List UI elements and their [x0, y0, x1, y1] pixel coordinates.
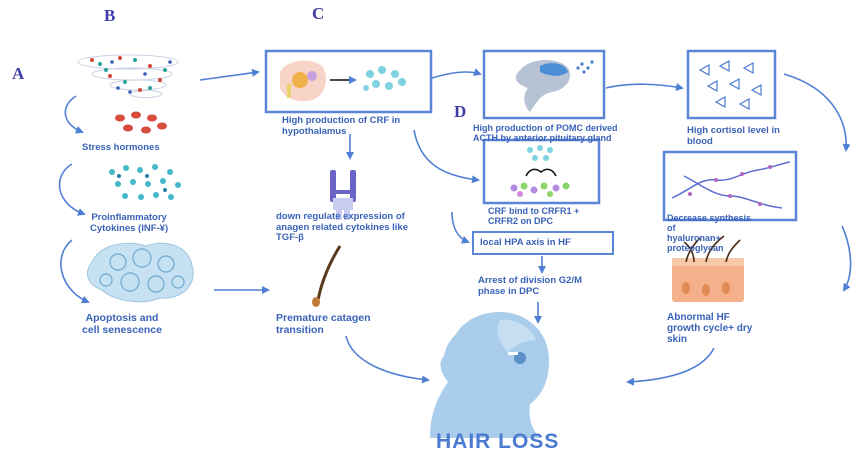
pomc-label: High production of POMC derived ACTH by … [473, 123, 618, 143]
crf-bind-label: CRF bind to CRFR1 + CRFR2 on DPC [488, 206, 580, 226]
catagen-label: Premature catagen transition [276, 312, 371, 336]
section-label-b: B [104, 6, 116, 25]
skin-follicles-icon [672, 235, 744, 302]
crf-production-label: High production of CRF in hypothalamus [282, 115, 401, 137]
pituitary-box [482, 49, 606, 120]
apoptosis-label: Apoptosis and cell senescence [82, 312, 162, 336]
arrow-a-cytokines [58, 163, 86, 216]
stress-hormone-cells-icon [115, 111, 167, 134]
arrest-label: Arrest of division G2/M phase in DPC [478, 275, 582, 297]
arrow-to-hyaluronan [783, 73, 851, 152]
section-label-c: C [312, 4, 325, 23]
cortisol-box [686, 49, 777, 120]
decrease-synthesis-label: Decrease synthesis of hyaluronan+ proteo… [667, 213, 752, 253]
hyaluronan-box [662, 150, 798, 222]
arrow-to-hypothalamus [199, 68, 260, 81]
arrow-catagen-to-head [345, 335, 430, 384]
arrow-to-local-hpa [451, 211, 470, 244]
arrow-a-stress [64, 95, 84, 134]
arrow-a-apoptosis [60, 239, 90, 304]
arrow-to-abnormal [841, 225, 852, 292]
crf-receptor-box [482, 138, 601, 205]
section-label-a: A [12, 64, 25, 83]
senescent-cells-icon [86, 242, 194, 303]
down-regulate-label: down regulate expression of anagen relat… [276, 211, 409, 243]
cytokine-particles-icon [109, 164, 181, 200]
arrow-to-cortisol [605, 82, 684, 91]
stress-hormones-label: Stress hormones [82, 142, 160, 153]
hormone-tornado-icon [77, 54, 179, 98]
section-label-d: D [454, 102, 467, 121]
local-hpa-box [472, 231, 614, 255]
arrow-abnormal-to-head [626, 347, 715, 386]
abnormal-hf-label: Abnormal HF growth cycle+ dry skin [667, 312, 753, 345]
head-silhouette-icon [430, 312, 550, 438]
cortisol-label: High cortisol level in blood [687, 125, 780, 147]
hair-loss-title: HAIR LOSS [436, 430, 560, 453]
hair-follicle-icon [312, 245, 342, 307]
cytokines-label: Proinflammatory Cytokines (INF-¥) [90, 212, 169, 234]
flow-arrows [58, 68, 852, 386]
hypothalamus-box [264, 49, 433, 114]
arrow-to-pituitary [431, 68, 482, 79]
local-hpa-label: local HPA axis in HF [480, 237, 571, 248]
cytokine-dna-icon [330, 170, 356, 220]
arrow-to-crf-receptor [413, 129, 480, 184]
